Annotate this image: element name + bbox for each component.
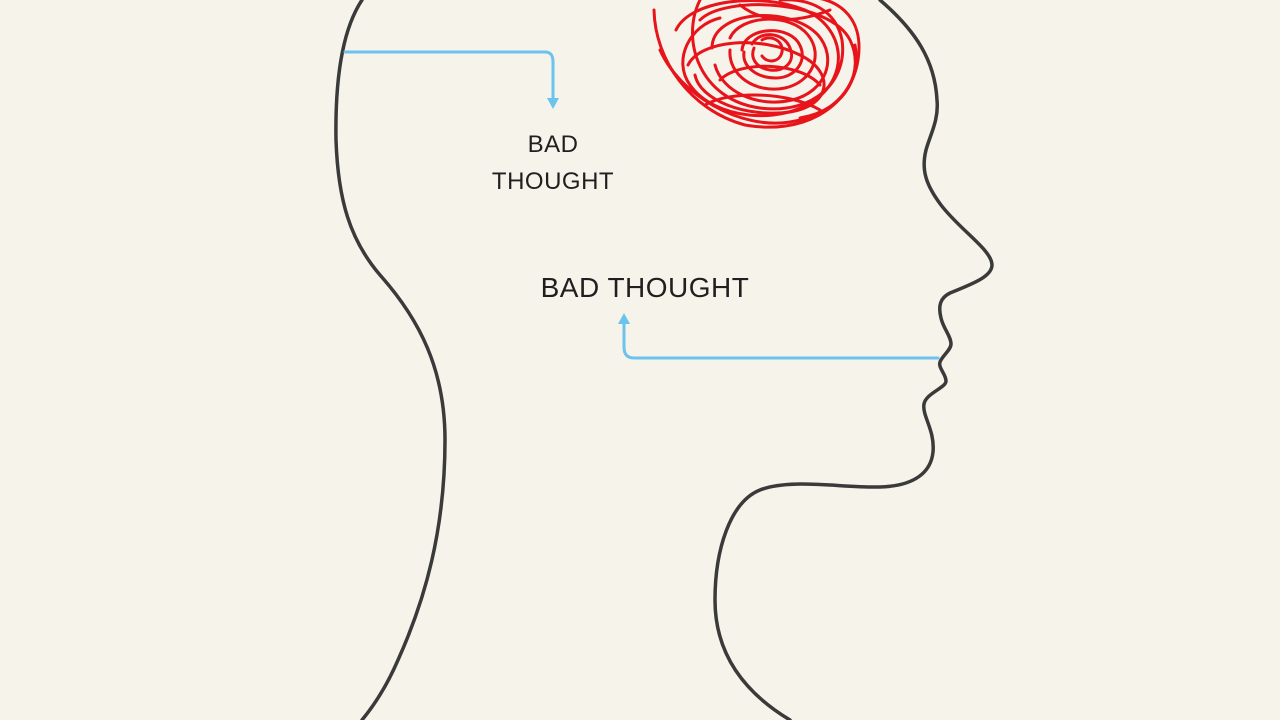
tangled-thought-scribble-icon [652,0,861,129]
arrow-top-head-icon [547,98,559,109]
arrow-top-connector [343,50,555,102]
label-top-line-1: BAD [527,131,579,158]
label-top-line-2: THOUGHT [491,168,615,195]
head-profile-outline-icon [334,0,994,720]
arrow-middle-head-icon [618,313,630,324]
label-bad-thought-middle: BAD THOUGHT [540,272,750,303]
arrow-middle-connector [622,320,940,360]
label-bad-thought-top: BAD THOUGHT [468,126,638,200]
